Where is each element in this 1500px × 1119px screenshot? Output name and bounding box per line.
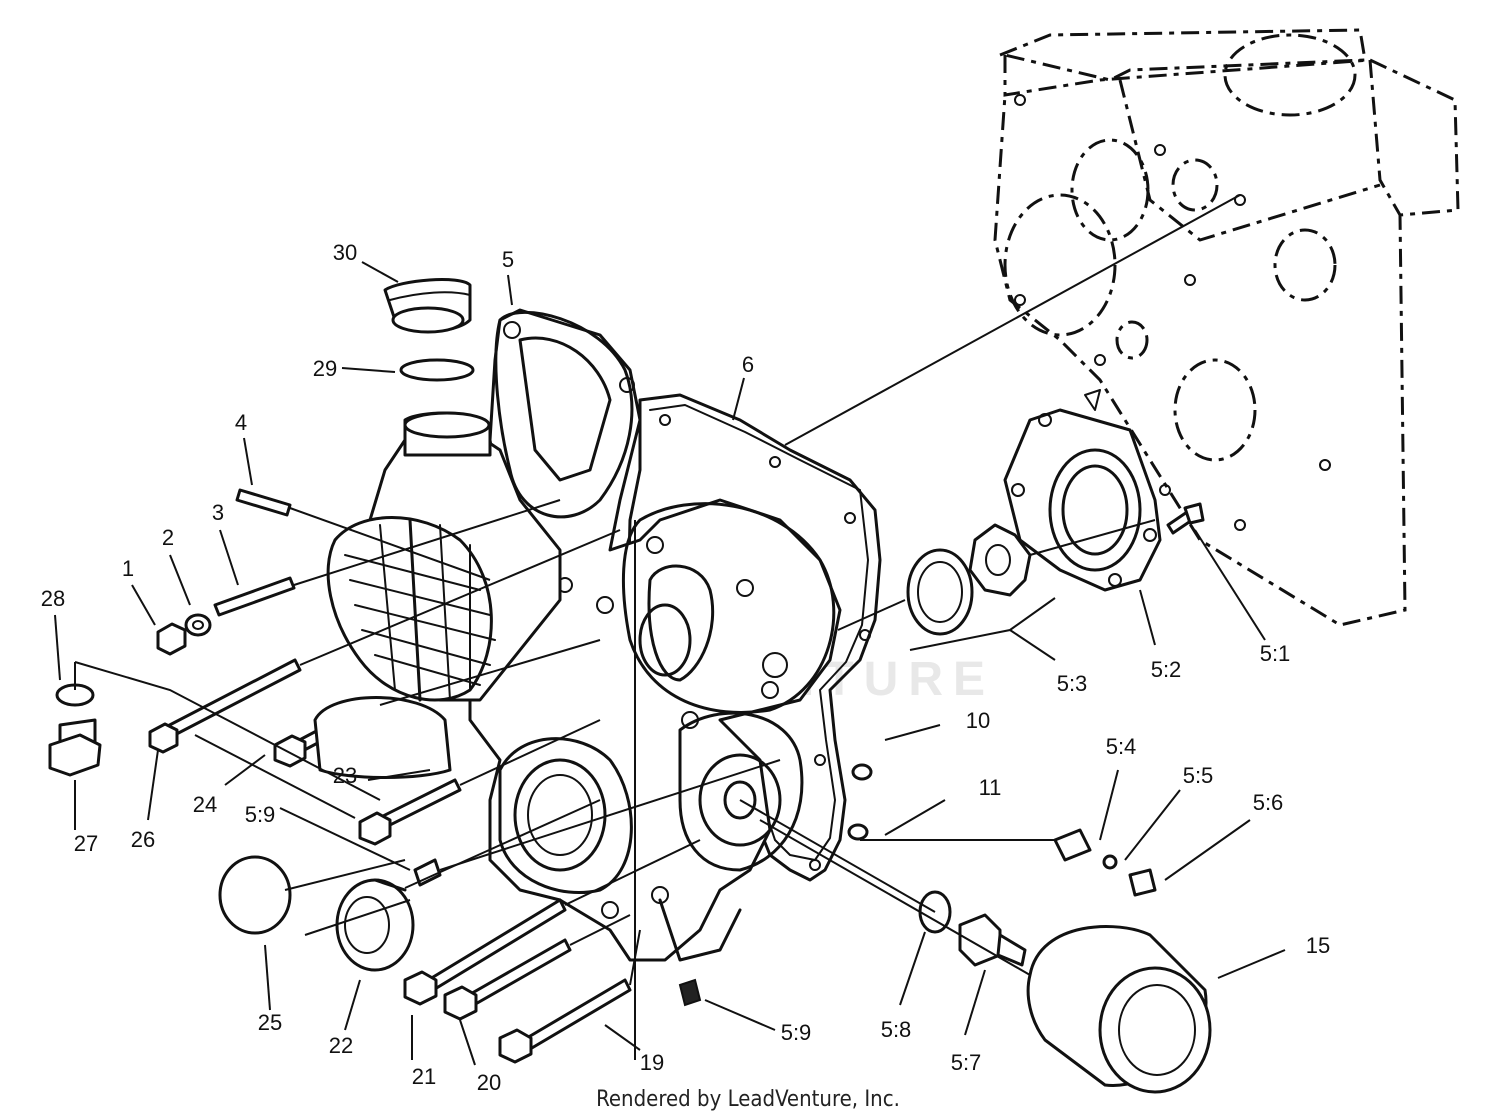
axis-lines <box>74 194 1241 1060</box>
nut-1 <box>156 622 187 656</box>
callout-5-5: 5:5 <box>1183 763 1214 788</box>
o-ring-11 <box>847 823 869 841</box>
plug-5-6 <box>1128 868 1157 897</box>
oil-pump-gears-5-3 <box>906 523 1032 636</box>
plate-23 <box>313 696 452 779</box>
callout-27: 27 <box>74 831 98 856</box>
callout-5: 5 <box>502 247 514 272</box>
callout-4: 4 <box>235 410 247 435</box>
bolt-5-1 <box>1166 502 1205 535</box>
callout-21: 21 <box>412 1064 436 1089</box>
ball-5-5 <box>1102 854 1118 870</box>
callout-labels: 1 2 3 4 5 6 10 11 15 19 20 21 22 23 24 2… <box>41 240 1330 1095</box>
callout-5-2: 5:2 <box>1151 657 1182 682</box>
drain-plug-27 <box>48 718 102 777</box>
callout-5-6: 5:6 <box>1253 790 1284 815</box>
bolt-19 <box>498 978 632 1064</box>
callout-5-9-lower: 5:9 <box>781 1020 812 1045</box>
callout-22: 22 <box>329 1033 353 1058</box>
plug-5-9-lower <box>678 978 702 1007</box>
callout-3: 3 <box>212 500 224 525</box>
bolt-20 <box>443 938 572 1021</box>
bolt-lower-a <box>358 778 462 846</box>
plug-5-9-upper <box>413 858 442 887</box>
credit-text: Rendered by LeadVenture, Inc. <box>596 1087 900 1112</box>
callout-30: 30 <box>333 240 357 265</box>
seal-plate-5-2 <box>1003 408 1162 592</box>
callout-1: 1 <box>122 556 134 581</box>
stud-3 <box>213 576 296 617</box>
callout-23: 23 <box>333 763 357 788</box>
callout-20: 20 <box>477 1070 501 1095</box>
o-ring-10 <box>851 763 873 781</box>
bolt-21 <box>403 898 567 1006</box>
callout-15: 15 <box>1306 933 1330 958</box>
callout-leaders <box>54 261 1286 1066</box>
callout-11: 11 <box>979 775 1002 800</box>
front-housing <box>326 411 562 702</box>
callout-2: 2 <box>162 525 174 550</box>
callout-25: 25 <box>258 1010 282 1035</box>
callout-24: 24 <box>193 792 217 817</box>
stud-4 <box>235 488 292 517</box>
callout-19: 19 <box>640 1050 664 1075</box>
callout-5-1: 5:1 <box>1260 641 1291 666</box>
callout-5-8: 5:8 <box>881 1017 912 1042</box>
callout-29: 29 <box>313 356 337 381</box>
o-ring-29 <box>399 358 475 382</box>
washer-2 <box>184 613 212 637</box>
spring-5-4 <box>1053 828 1092 862</box>
callout-5-4: 5:4 <box>1106 734 1137 759</box>
callout-26: 26 <box>131 827 155 852</box>
seal-22 <box>335 878 415 972</box>
plug-25 <box>218 855 292 935</box>
callout-28: 28 <box>41 586 65 611</box>
callout-5-9-upper: 5:9 <box>245 802 276 827</box>
callout-6: 6 <box>742 352 754 377</box>
callout-5-7: 5:7 <box>951 1050 982 1075</box>
callout-10: 10 <box>966 708 990 733</box>
bolt-26 <box>148 658 302 754</box>
callout-5-3: 5:3 <box>1057 671 1088 696</box>
filler-cap-30 <box>383 278 472 334</box>
oil-filter-15 <box>1026 924 1212 1094</box>
